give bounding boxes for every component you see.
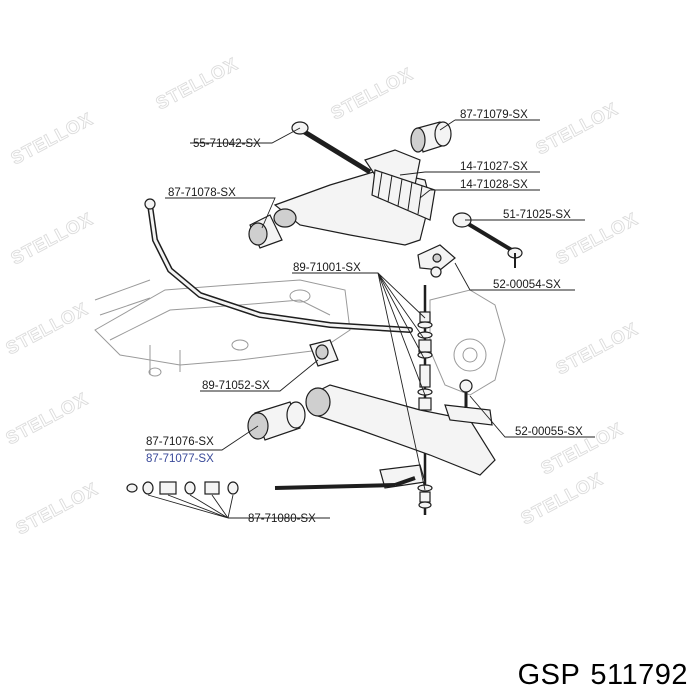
watermark: STELLOX — [152, 54, 241, 114]
callout-14-71027: 14-71027-SX — [460, 161, 528, 173]
brand-caption: GSP 511792 — [518, 659, 688, 692]
steering-boot — [371, 169, 436, 221]
callout-89-71052: 89-71052-SX — [202, 380, 270, 392]
watermark: STELLOX — [517, 469, 606, 529]
watermark: STELLOX — [2, 389, 91, 449]
callout-87-71080: 87-71080-SX — [248, 513, 316, 525]
watermark: STELLOX — [552, 319, 641, 379]
callout-87-71078: 87-71078-SX — [168, 187, 236, 199]
strut-rod — [126, 476, 416, 495]
brand-name: GSP — [517, 659, 581, 691]
upper-ball-joint — [417, 244, 456, 278]
callout-55-71042: 55-71042-SX — [193, 138, 261, 150]
stabilizer-bar — [144, 198, 413, 333]
watermark: STELLOX — [7, 109, 96, 169]
callout-labels: 55-71042-SX 87-71079-SX 14-71027-SX 14-7… — [146, 109, 583, 525]
outer-tie-rod — [452, 212, 523, 268]
callout-14-71028: 14-71028-SX — [460, 179, 528, 191]
watermark: STELLOX — [7, 209, 96, 269]
lower-arm-bushing — [247, 401, 306, 441]
lower-control-arm — [305, 384, 496, 489]
upper-arm-bushing — [410, 121, 452, 153]
arm-bushing-left — [248, 214, 283, 249]
callout-87-71077: 87-71077-SX — [146, 453, 214, 465]
callout-87-71076: 87-71076-SX — [146, 436, 214, 448]
callout-52-00054: 52-00054-SX — [493, 279, 561, 291]
callout-51-71025: 51-71025-SX — [503, 209, 571, 221]
lower-ball-joint — [444, 379, 493, 426]
watermark: STELLOX — [12, 479, 101, 539]
leader-lines — [145, 119, 595, 519]
callout-89-71001: 89-71001-SX — [293, 262, 361, 274]
stabilizer-bushing — [309, 339, 339, 367]
watermark: STELLOX — [2, 299, 91, 359]
watermark-layer: STELLOX STELLOX STELLOX STELLOX STELLOX … — [2, 53, 642, 539]
inner-tie-rod — [291, 121, 372, 175]
part-number: 511792 — [590, 659, 688, 691]
watermark: STELLOX — [327, 64, 416, 124]
watermark: STELLOX — [532, 99, 621, 159]
callout-52-00055: 52-00055-SX — [515, 426, 583, 438]
callout-87-71079: 87-71079-SX — [460, 109, 528, 121]
vehicle-frame — [94, 279, 506, 396]
